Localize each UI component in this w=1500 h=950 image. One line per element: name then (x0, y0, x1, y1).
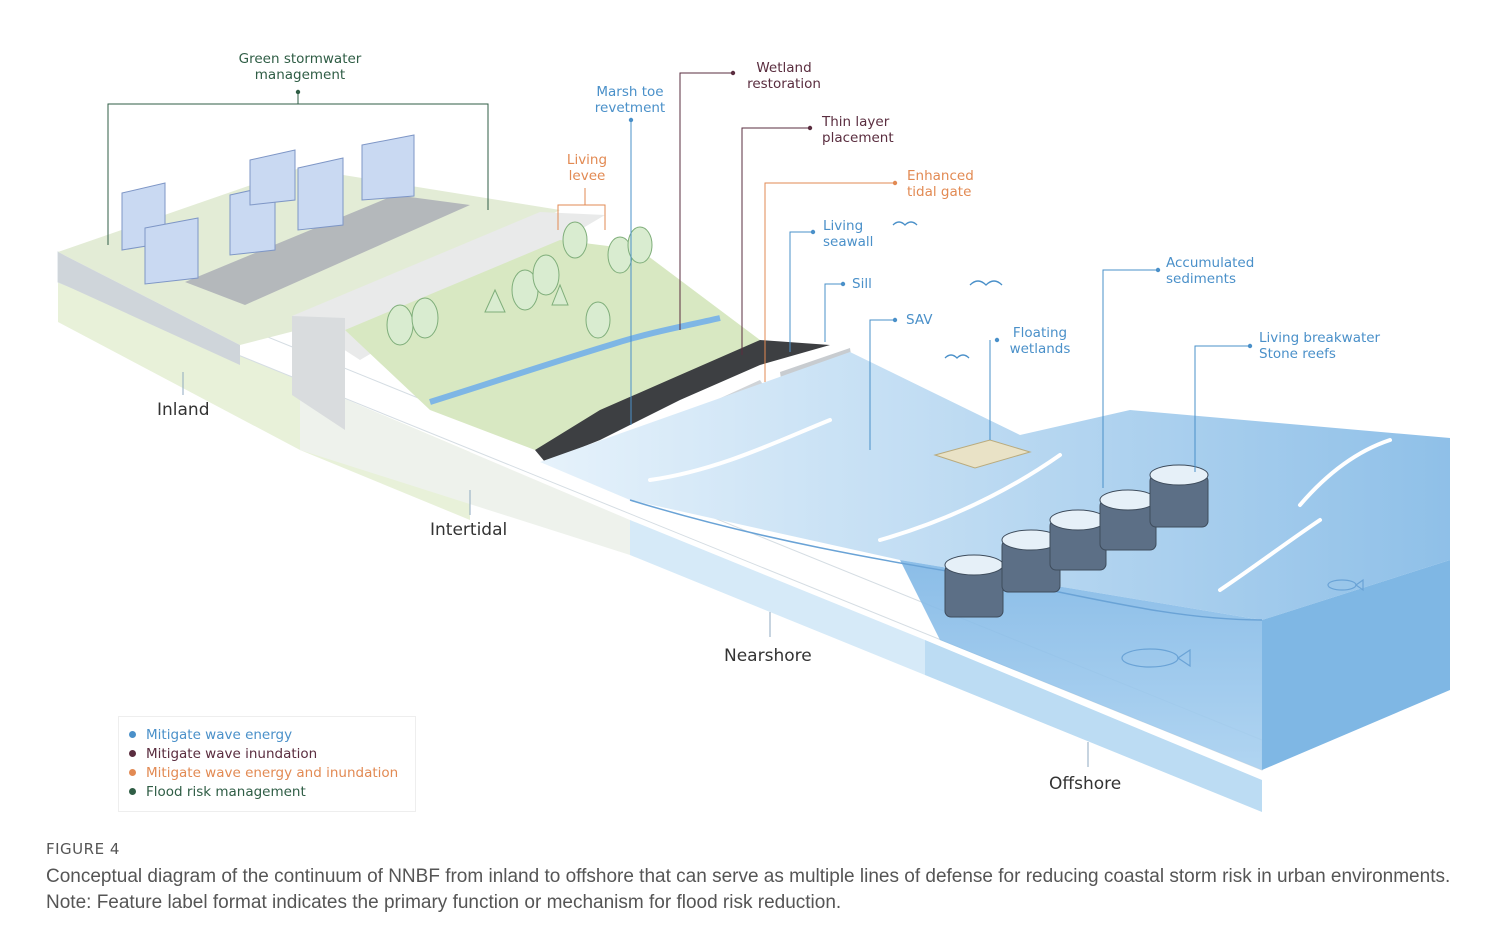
label-marsh-toe-revetment: Marsh toe revetment (594, 84, 666, 116)
leader-lines (107, 70, 1253, 767)
label-living-seawall: Living seawall (823, 218, 874, 250)
breakwater-reefs (944, 464, 1209, 618)
legend-item: Mitigate wave energy (119, 725, 415, 744)
label-living-levee: Living levee (566, 152, 608, 184)
city-side-wall (58, 252, 240, 365)
zone-inland: Inland (157, 400, 210, 420)
label-floating-wetlands: Floating wetlands (1009, 325, 1071, 357)
water-surface (540, 352, 1450, 620)
trees (386, 221, 653, 346)
label-enhanced-tidal-gate: Enhanced tidal gate (907, 168, 974, 200)
legend-dot (129, 788, 136, 795)
label-sav: SAV (906, 312, 933, 328)
legend-item: Mitigate wave energy and inundation (119, 763, 415, 782)
band-intertidal (300, 380, 630, 555)
legend-item: Mitigate wave inundation (119, 744, 415, 763)
water-end (1262, 560, 1450, 770)
fish (1121, 578, 1364, 668)
label-sill: Sill (852, 276, 872, 292)
birds (892, 221, 1003, 359)
legend-dot (129, 769, 136, 776)
legend-item: Flood risk management (119, 782, 415, 801)
legend-label: Mitigate wave energy and inundation (146, 764, 399, 781)
band-nearshore (630, 520, 925, 675)
label-accumulated-sediments: Accumulated sediments (1166, 255, 1255, 287)
legend-label: Mitigate wave energy (146, 726, 293, 743)
zone-offshore: Offshore (1049, 774, 1122, 794)
diagram-stage: Green stormwater management Marsh toe re… (57, 51, 1450, 812)
legend: Mitigate wave energy Mitigate wave inund… (118, 716, 416, 812)
band-offshore (925, 640, 1262, 812)
foam-lines (648, 418, 1392, 592)
zone-nearshore: Nearshore (724, 646, 812, 666)
zone-intertidal: Intertidal (430, 520, 508, 540)
buildings (121, 134, 415, 285)
tidal-creek (429, 315, 721, 405)
legend-label: Mitigate wave inundation (146, 745, 318, 762)
label-wetland-restoration: Wetland restoration (747, 60, 821, 92)
road (185, 195, 470, 305)
label-living-breakwater: Living breakwater Stone reefs (1259, 330, 1381, 362)
figure-caption: Conceptual diagram of the continuum of N… (46, 866, 1451, 913)
revetment-rocks (535, 340, 830, 462)
floating-wetland-raft (933, 439, 1032, 469)
legend-label: Flood risk management (146, 783, 306, 800)
coastal-continuum-illustration (57, 70, 1450, 812)
levee-wall (292, 316, 345, 430)
figure-label: FIGURE 4 (46, 840, 120, 858)
legend-dot (129, 750, 136, 757)
label-thin-layer-placement: Thin layer placement (822, 114, 894, 146)
legend-dot (129, 731, 136, 738)
label-green-stormwater: Green stormwater management (238, 51, 362, 83)
